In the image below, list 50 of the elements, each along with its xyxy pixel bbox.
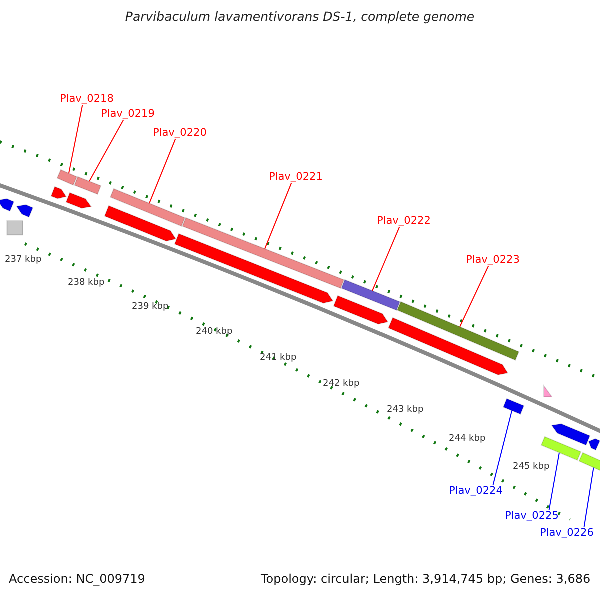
gene-feature (66, 192, 92, 209)
gene-feature (551, 424, 591, 446)
scale-label: 239 kbp (132, 302, 169, 312)
gene-feature (174, 233, 334, 304)
gene-feature (104, 205, 177, 242)
scale-label: 245 kbp (513, 462, 550, 472)
gene-block (6, 220, 24, 236)
gene-bar (56, 169, 78, 186)
gene-bar (341, 279, 401, 312)
gene-bar (182, 217, 345, 290)
scale-label: 237 kbp (5, 255, 42, 266)
leader-line (372, 226, 400, 292)
leader-line (68, 104, 84, 174)
scale-label: 242 kbp (323, 379, 360, 390)
gene-label: Plav_0221 (269, 171, 323, 184)
title: Parvibaculum lavamentivorans DS-1, complete genome (124, 10, 476, 24)
leader-line (89, 120, 124, 182)
gene-bar (502, 398, 525, 415)
feature-marker (544, 384, 553, 398)
footer-text: Topology: circular; Length: 3,914,745 bp; Genes: 3,686 (261, 573, 591, 587)
gene-label: Plav_0225 (505, 510, 559, 522)
footer-text: Accession: NC_009719 (9, 573, 146, 587)
gene-feature (50, 186, 67, 200)
scale-label: 238 kbp (68, 278, 105, 288)
gene-feature (333, 295, 389, 325)
gene-feature (388, 317, 509, 376)
gene-feature (16, 204, 34, 218)
leader-line (492, 410, 513, 486)
leader-line (548, 452, 560, 510)
gene-label: Plav_0222 (377, 215, 431, 228)
leader-line (460, 266, 490, 328)
gene-label: Plav_0220 (153, 127, 207, 140)
gene-bar (74, 176, 102, 196)
gene-feature (0, 198, 15, 212)
leader-line (584, 467, 594, 528)
gene-label: Plav_0218 (60, 93, 114, 106)
scale-label: 240 kbp (196, 327, 233, 338)
scale-label: 243 kbp (387, 405, 424, 416)
gene-label: Plav_0226 (540, 527, 594, 540)
gene-label: Plav_0223 (466, 254, 520, 266)
leader-line (149, 138, 176, 204)
gene-feature (588, 438, 600, 451)
gene-bar (110, 188, 186, 227)
gene-bar (396, 301, 520, 361)
gene-bar (540, 436, 582, 461)
scale-label: 241 kbp (260, 353, 297, 364)
gene-label: Plav_0219 (101, 108, 155, 120)
leader-line (264, 182, 292, 250)
scale-label: 244 kbp (449, 434, 486, 444)
gene-label: Plav_0224 (449, 485, 503, 498)
